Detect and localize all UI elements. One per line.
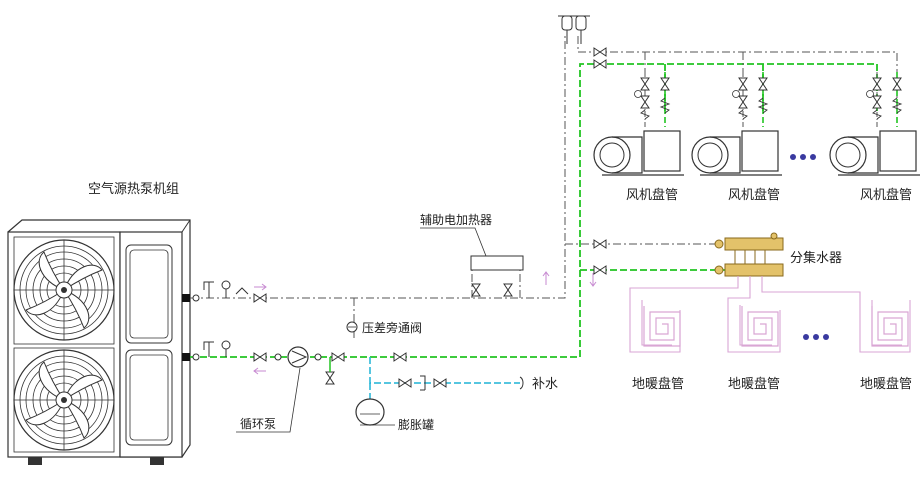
- pressure-gauge-icon: [221, 280, 231, 290]
- gate-valve-icon: [253, 293, 267, 303]
- gate-valve-icon: [331, 352, 345, 362]
- aux-heater-label: 辅助电加热器: [420, 213, 492, 227]
- gate-valve-icon: [593, 239, 607, 249]
- gate-valve-icon: [393, 352, 407, 362]
- gate-valve-icon: [433, 378, 447, 388]
- circ-pump-label: 循环泵: [240, 417, 276, 431]
- gate-valve-icon: [593, 59, 607, 69]
- floor-heating-loops: [629, 276, 911, 353]
- fan-grille-icon: [13, 239, 115, 341]
- unit-title: 空气源热泵机组: [88, 181, 179, 197]
- heat-pump-unit: [7, 219, 191, 465]
- gate-valve-icon: [398, 378, 412, 388]
- bypass-valve-label: 压差旁通阀: [362, 320, 422, 335]
- supply-pipe: [190, 63, 878, 358]
- expansion-tank: [355, 398, 385, 426]
- gate-valve-icon: [503, 283, 513, 297]
- makeup-water-label: 补水: [532, 377, 558, 392]
- valves: [192, 15, 607, 426]
- gate-valve-icon: [471, 283, 481, 297]
- fan-grille-icon: [13, 349, 115, 451]
- pump-icon: [287, 346, 309, 368]
- manifold: [714, 232, 784, 277]
- floor-heat-label-2: 地暖盘管: [728, 376, 780, 392]
- expansion-tank-label: 膨胀罐: [398, 418, 434, 432]
- gate-valve-icon: [325, 371, 335, 385]
- aux-heater-box: [470, 255, 524, 271]
- gate-valve-icon: [593, 265, 607, 275]
- fan-coil-units: [593, 72, 921, 176]
- fan-coil-label-2: 风机盘管: [728, 187, 780, 203]
- pressure-gauge-icon: [221, 340, 231, 350]
- floor-heat-label-3: 地暖盘管: [860, 376, 912, 392]
- manifold-label: 分集水器: [790, 250, 842, 266]
- floor-heat-label-1: 地暖盘管: [632, 376, 684, 392]
- fan-coil-label-1: 风机盘管: [626, 187, 678, 203]
- fan-coil-label-3: 风机盘管: [860, 187, 912, 203]
- gate-valve-icon: [593, 47, 607, 57]
- gate-valve-icon: [253, 352, 267, 362]
- flow-arrow-icon: [253, 271, 597, 375]
- makeup-water-pipe: [369, 357, 520, 400]
- return-pipe: [190, 36, 898, 340]
